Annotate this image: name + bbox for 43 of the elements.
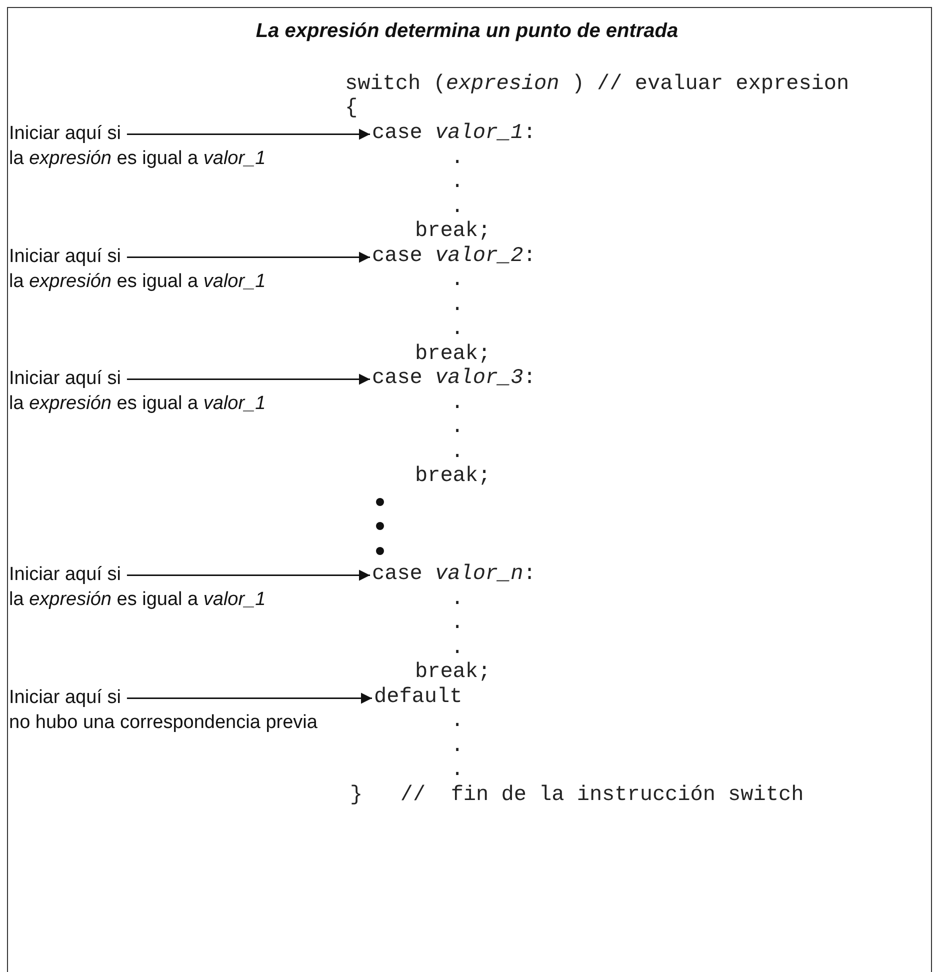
ellipsis-dot-text: . — [451, 269, 464, 293]
leader-arrow — [126, 252, 370, 263]
ellipsis-dot-text: . — [451, 759, 464, 783]
annotation-text: la expresión es igual a valor_1 — [9, 392, 266, 416]
annotation-text: Iniciar aquí si — [9, 686, 121, 710]
case-label: case valor_3: — [372, 367, 536, 391]
annotation-text: Iniciar aquí si — [9, 367, 121, 391]
case-label: default — [374, 686, 462, 710]
code-line: break; — [415, 220, 491, 244]
ellipsis-dot-text: . — [451, 196, 464, 220]
annotation-text: no hubo una correspondencia previa — [9, 710, 318, 734]
code-line: switch (expresion ) // evaluar expresion — [345, 73, 850, 97]
diagram-title: La expresión determina un punto de entrada — [254, 20, 680, 43]
ellipsis-dot-text: . — [451, 612, 464, 636]
ellipsis-dot-text: . — [451, 637, 464, 661]
ellipsis-dot-text: . — [451, 147, 464, 171]
ellipsis-dot-text: . — [451, 416, 464, 440]
ellipsis-dot-text: . — [451, 735, 464, 759]
annotation-text: Iniciar aquí si — [9, 563, 121, 587]
leader-arrow — [126, 570, 370, 581]
case-label: case valor_2: — [372, 245, 536, 269]
ellipsis-dot-text: . — [451, 392, 464, 416]
ellipsis-dot-text: . — [451, 294, 464, 318]
leader-arrow — [126, 128, 370, 140]
code-line: break; — [415, 465, 491, 489]
code-line: break; — [415, 343, 491, 367]
code-line: } // fin de la instrucción switch — [350, 784, 804, 808]
annotation-text: la expresión es igual a valor_1 — [9, 146, 266, 170]
annotation-text: Iniciar aquí si — [9, 122, 121, 146]
case-label: case valor_n: — [372, 563, 536, 587]
leader-arrow — [126, 374, 370, 385]
ellipsis-dot-text: . — [451, 441, 464, 465]
ellipsis-dot-text: . — [451, 318, 464, 342]
code-line: { — [345, 97, 358, 121]
leader-arrow — [126, 692, 372, 704]
annotation-text: Iniciar aquí si — [9, 245, 121, 269]
annotation-text: la expresión es igual a valor_1 — [9, 270, 266, 294]
ellipsis-dot-text: . — [451, 710, 464, 734]
ellipsis-dot-text: . — [451, 171, 464, 195]
annotation-text: la expresión es igual a valor_1 — [9, 588, 266, 612]
ellipsis-dot-text: . — [451, 588, 464, 612]
code-line: break; — [415, 661, 491, 685]
case-label: case valor_1: — [372, 122, 536, 146]
